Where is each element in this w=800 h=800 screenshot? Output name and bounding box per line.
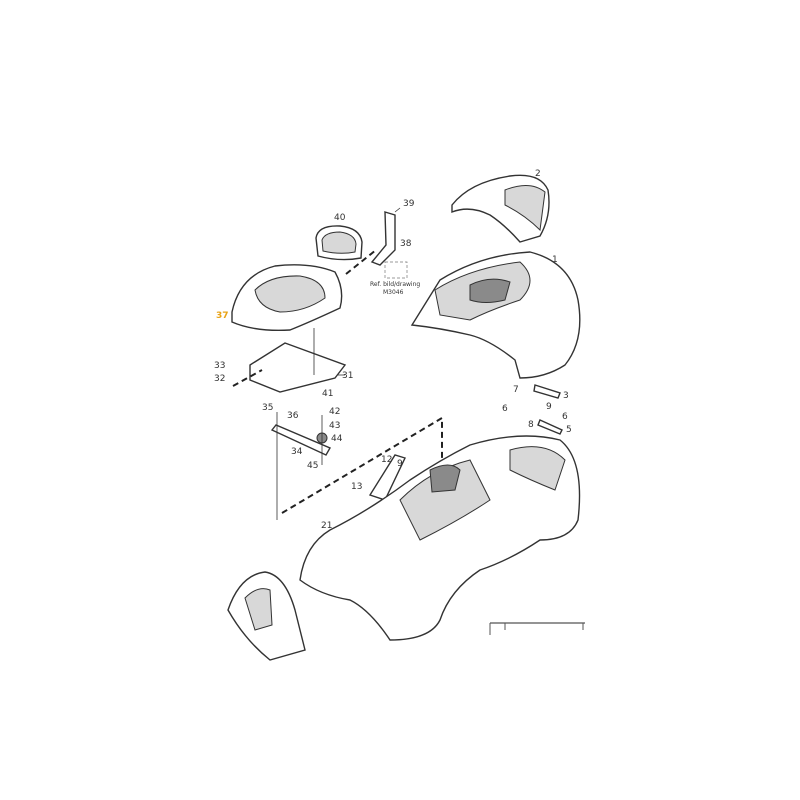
reference-note-line2: M3046 [383,289,404,296]
label-6b: 6 [562,412,568,422]
label-5: 5 [566,425,572,435]
assembly-line [281,416,443,514]
label-34: 34 [291,447,303,457]
label-37[interactable]: 37 [216,311,229,321]
label-33: 33 [214,361,225,371]
label-6a: 6 [502,404,508,414]
part-21-main-body[interactable] [299,435,581,641]
label-39: 39 [403,199,415,209]
leader-lines [276,207,401,520]
label-31: 31 [342,371,353,381]
label-13: 13 [351,482,362,492]
label-12: 12 [381,455,392,465]
reference-note-line1: Ref. bild/drawing [370,281,420,288]
label-45: 45 [307,461,318,471]
part-40-backrest[interactable] [315,225,363,261]
label-42: 42 [329,407,340,417]
part-5-bracket[interactable] [537,419,563,435]
label-44: 44 [331,434,343,444]
part-1-rear-body[interactable] [410,251,581,379]
part-3-bracket[interactable] [533,384,561,399]
label-41: 41 [322,389,333,399]
label-3: 3 [563,391,569,401]
label-8: 8 [528,420,534,430]
label-36: 36 [287,411,299,421]
title-block [489,622,585,635]
label-2: 2 [535,169,541,179]
label-32: 32 [214,374,225,384]
label-9b: 9 [546,402,552,412]
assembly-line [232,369,263,387]
label-40: 40 [334,213,346,223]
label-7: 7 [513,385,519,395]
part-31-plate[interactable] [249,342,347,393]
label-38: 38 [400,239,412,249]
part-2-rear-cover[interactable] [451,174,550,243]
label-35: 35 [262,403,273,413]
part-12-bracket[interactable] [368,454,406,501]
part-34-rail[interactable] [270,424,331,456]
label-43: 43 [329,421,340,431]
label-21: 21 [321,521,332,531]
front-body-fragment[interactable] [227,571,306,661]
label-9: 9 [397,459,403,469]
assembly-line [345,249,377,275]
label-1: 1 [552,255,558,265]
part-38-bracket[interactable] [370,211,396,266]
part-37-seat[interactable] [231,264,343,332]
